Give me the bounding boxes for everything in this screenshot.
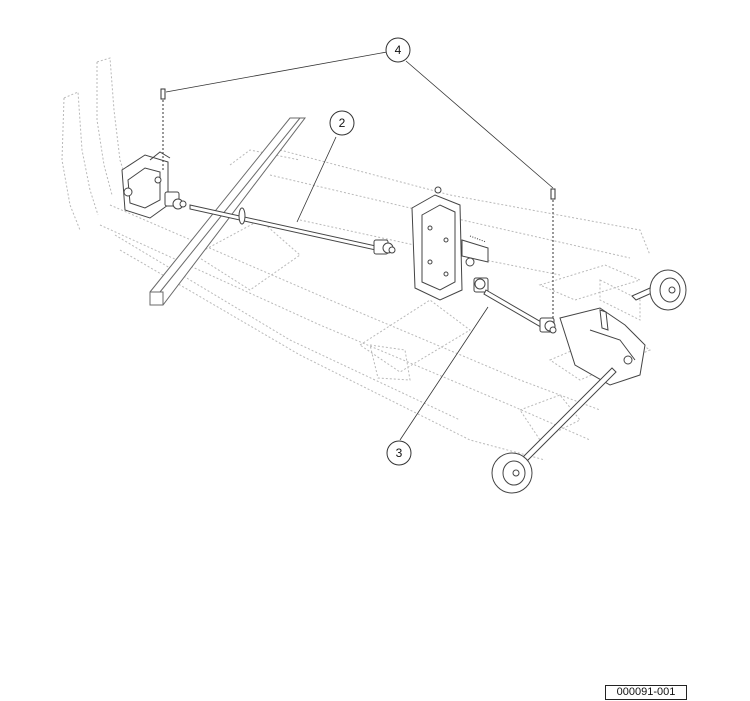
roll-pin-front <box>160 88 166 172</box>
svg-text:3: 3 <box>396 446 403 460</box>
figure-id-label: 000091-001 <box>605 685 687 700</box>
front-drive-shaft <box>189 204 396 255</box>
rear-axle <box>491 269 687 494</box>
callout-2: 2 <box>329 110 355 136</box>
callout-4: 4 <box>385 37 411 63</box>
roll-pin-rear <box>550 188 556 320</box>
svg-text:2: 2 <box>339 116 346 130</box>
rear-gearbox <box>559 307 646 386</box>
svg-text:4: 4 <box>395 43 402 57</box>
transfer-case <box>411 186 489 301</box>
front-cross-beam <box>149 117 307 306</box>
leader-lines <box>165 51 554 441</box>
front-gearbox <box>121 151 187 219</box>
rear-drive-shaft <box>473 277 557 334</box>
chassis-frame <box>61 57 652 461</box>
callout-3: 3 <box>386 440 412 466</box>
